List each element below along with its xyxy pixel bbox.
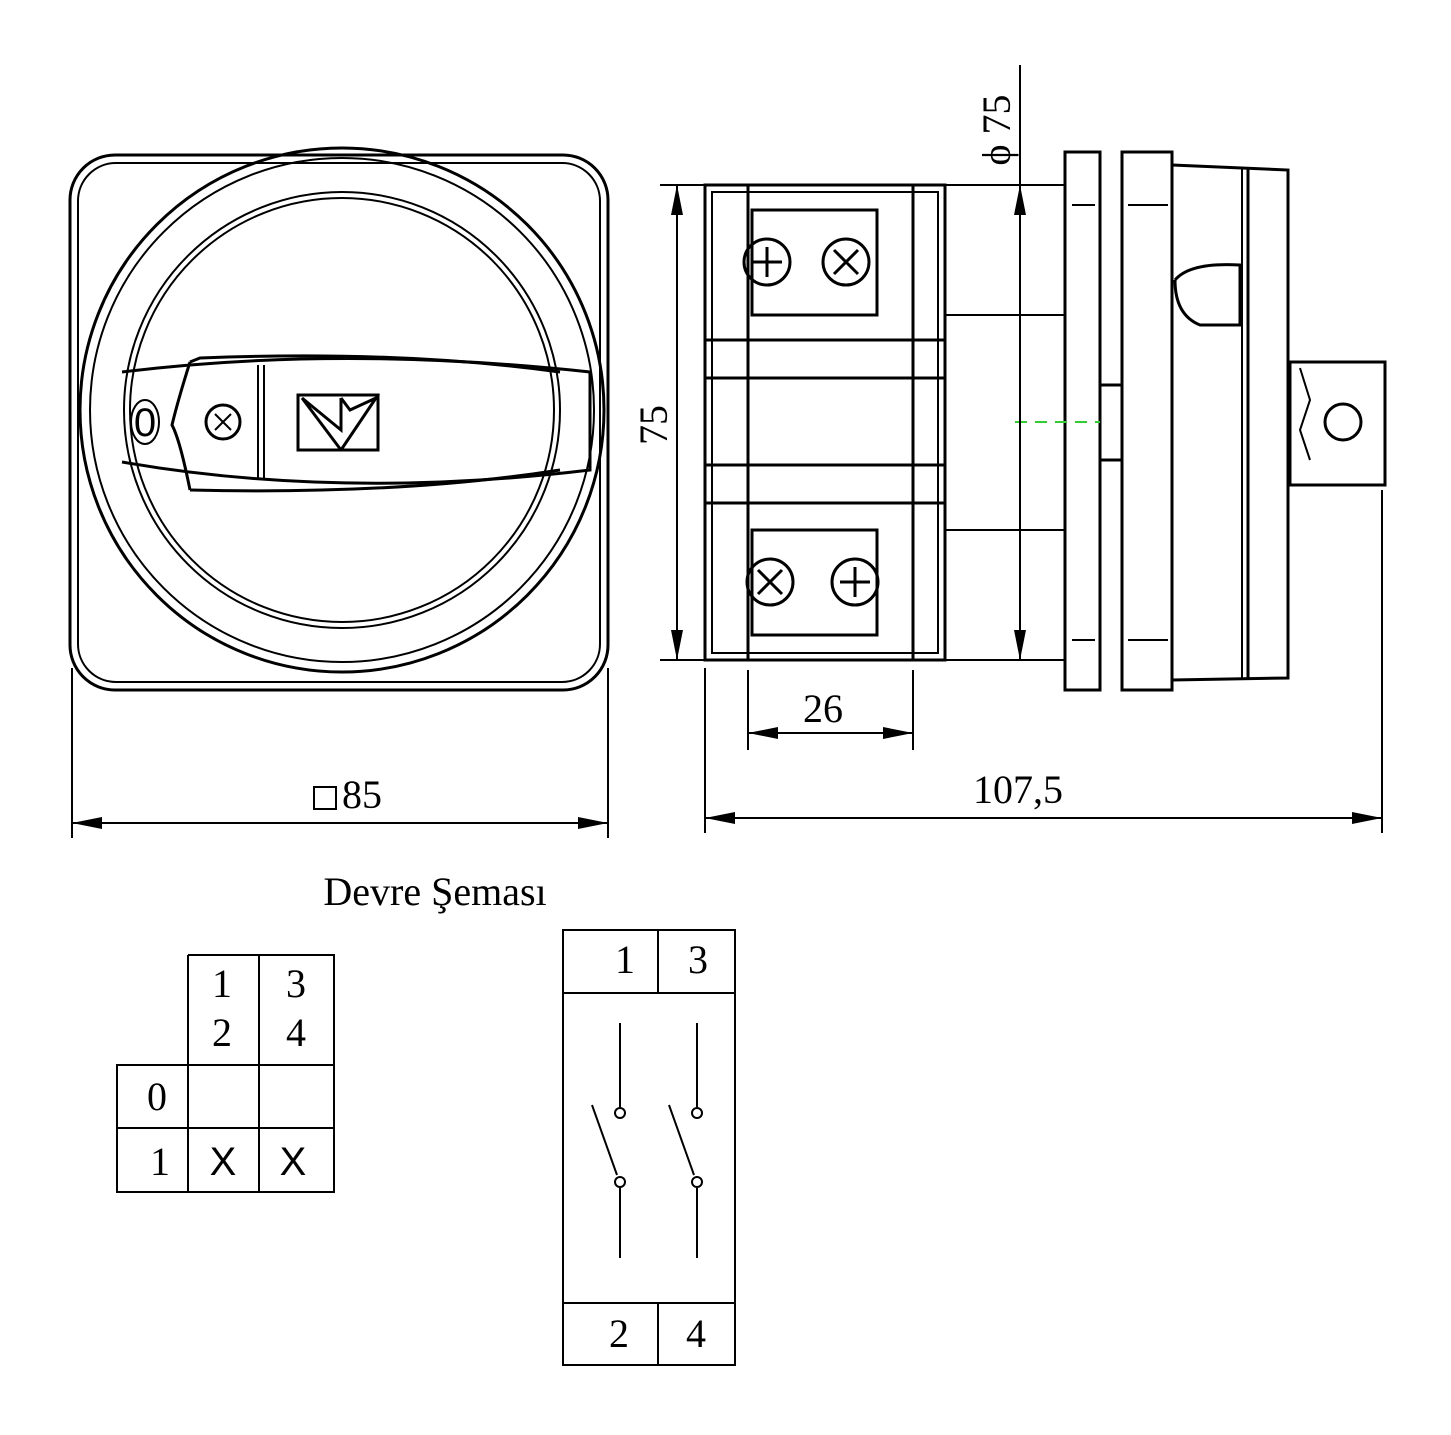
switch-contact-icon [591, 1023, 626, 1258]
svg-text:3: 3 [688, 937, 708, 982]
diameter-dimension: ϕ 75 [974, 94, 1019, 165]
svg-text:3: 3 [286, 961, 306, 1006]
svg-text:2: 2 [212, 1010, 232, 1055]
circuit-title: Devre Şeması [323, 869, 546, 914]
svg-text:X: X [210, 1140, 237, 1184]
switch-table: 1 2 3 4 0 1 X X [116, 954, 335, 1193]
terminal-width-dimension: 26 [803, 686, 843, 731]
circuit-schematic: 1 3 2 4 [562, 929, 736, 1366]
depth-dimension: 107,5 [973, 767, 1063, 812]
square-dimension: 85 [342, 772, 382, 817]
screw-icon [204, 403, 242, 441]
svg-text:1: 1 [212, 961, 232, 1006]
dimensions: 75 ϕ 75 26 85 107,5 [71, 65, 1383, 838]
svg-text:4: 4 [686, 1311, 706, 1356]
height-dimension: 75 [631, 405, 676, 445]
svg-text:2: 2 [609, 1311, 629, 1356]
handle-position-indicator [130, 399, 160, 445]
svg-text:1: 1 [150, 1139, 170, 1184]
front-view: 0 [68, 146, 610, 692]
square-symbol-icon [313, 786, 337, 810]
side-view [703, 150, 1387, 692]
handle-position-label: 0 [134, 401, 156, 445]
svg-text:X: X [280, 1140, 307, 1184]
switch-contact-icon [668, 1023, 703, 1258]
terminal-screw-icon [742, 237, 880, 607]
svg-text:0: 0 [147, 1074, 167, 1119]
svg-text:1: 1 [615, 937, 635, 982]
brand-logo [296, 393, 381, 452]
svg-text:4: 4 [286, 1010, 306, 1055]
